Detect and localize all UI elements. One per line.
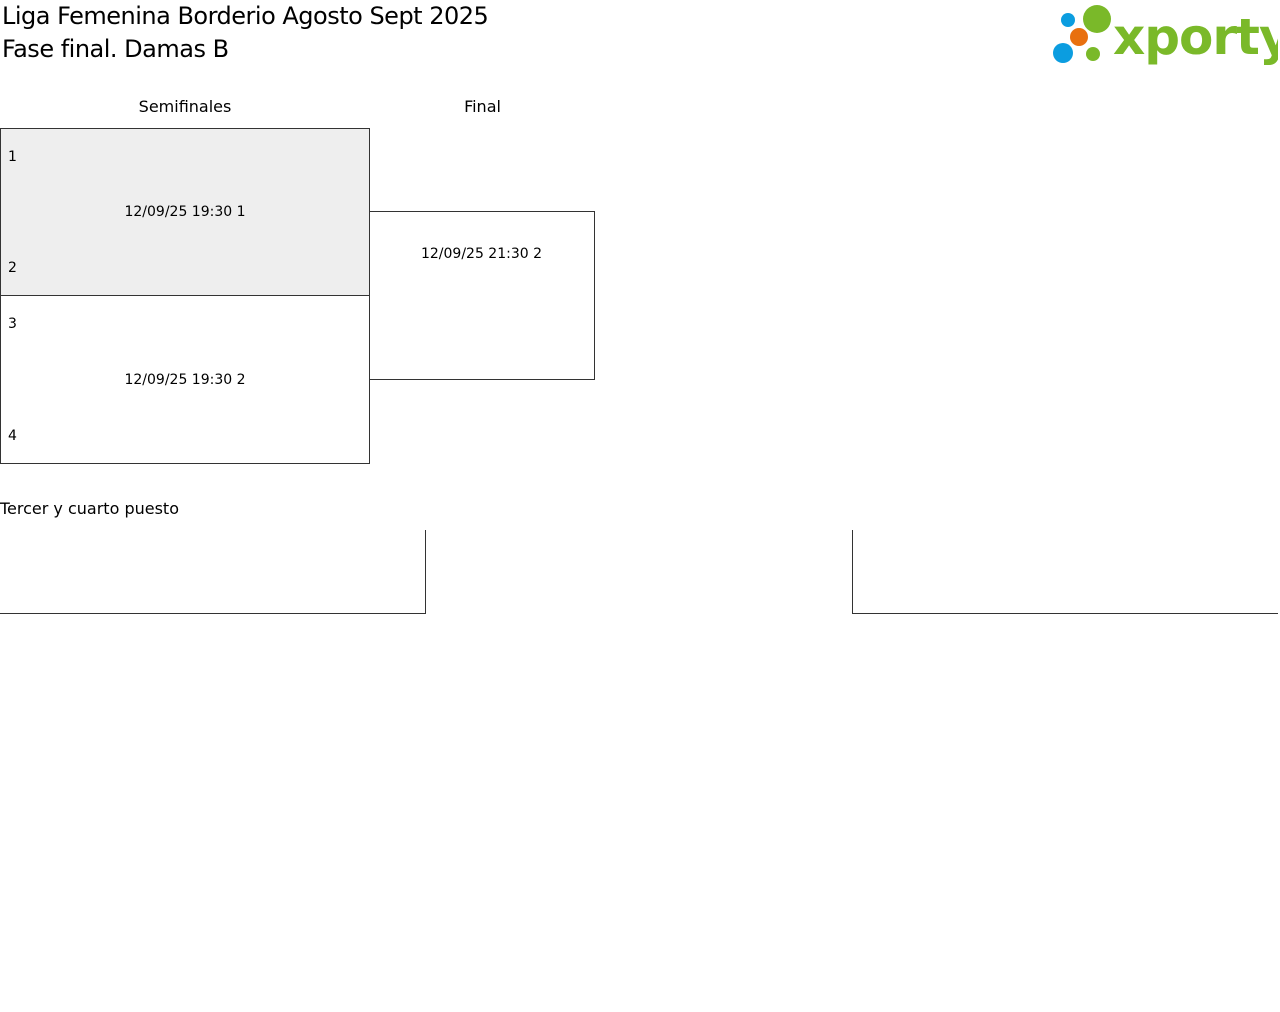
match-info: 12/09/25 19:30 2 [124, 372, 246, 388]
semifinal-match-2[interactable]: 3 12/09/25 19:30 2 4 [0, 295, 370, 464]
match-info: 12/09/25 21:30 2 [420, 246, 543, 262]
semifinal-match-1[interactable]: 1 12/09/25 19:30 1 2 [0, 128, 370, 296]
svg-text:xporty: xporty [1113, 8, 1278, 66]
round-label-final: Final [464, 97, 501, 116]
seed-top: 1 [8, 149, 17, 165]
match-info: 12/09/25 19:30 1 [124, 204, 246, 220]
third-place-heading: Tercer y cuarto puesto [0, 499, 179, 518]
third-place-slot-right [852, 530, 1278, 614]
page-subtitle: Fase final. Damas B [2, 35, 229, 63]
seed-bottom: 4 [8, 428, 17, 444]
seed-bottom: 2 [8, 260, 17, 276]
final-match[interactable]: 12/09/25 21:30 2 [369, 211, 595, 380]
seed-top: 3 [8, 316, 17, 332]
xporty-logo[interactable]: xporty [1050, 4, 1280, 66]
third-place-slot-left [0, 530, 426, 614]
round-label-semifinales: Semifinales [138, 97, 232, 116]
page-title: Liga Femenina Borderio Agosto Sept 2025 [2, 2, 489, 30]
